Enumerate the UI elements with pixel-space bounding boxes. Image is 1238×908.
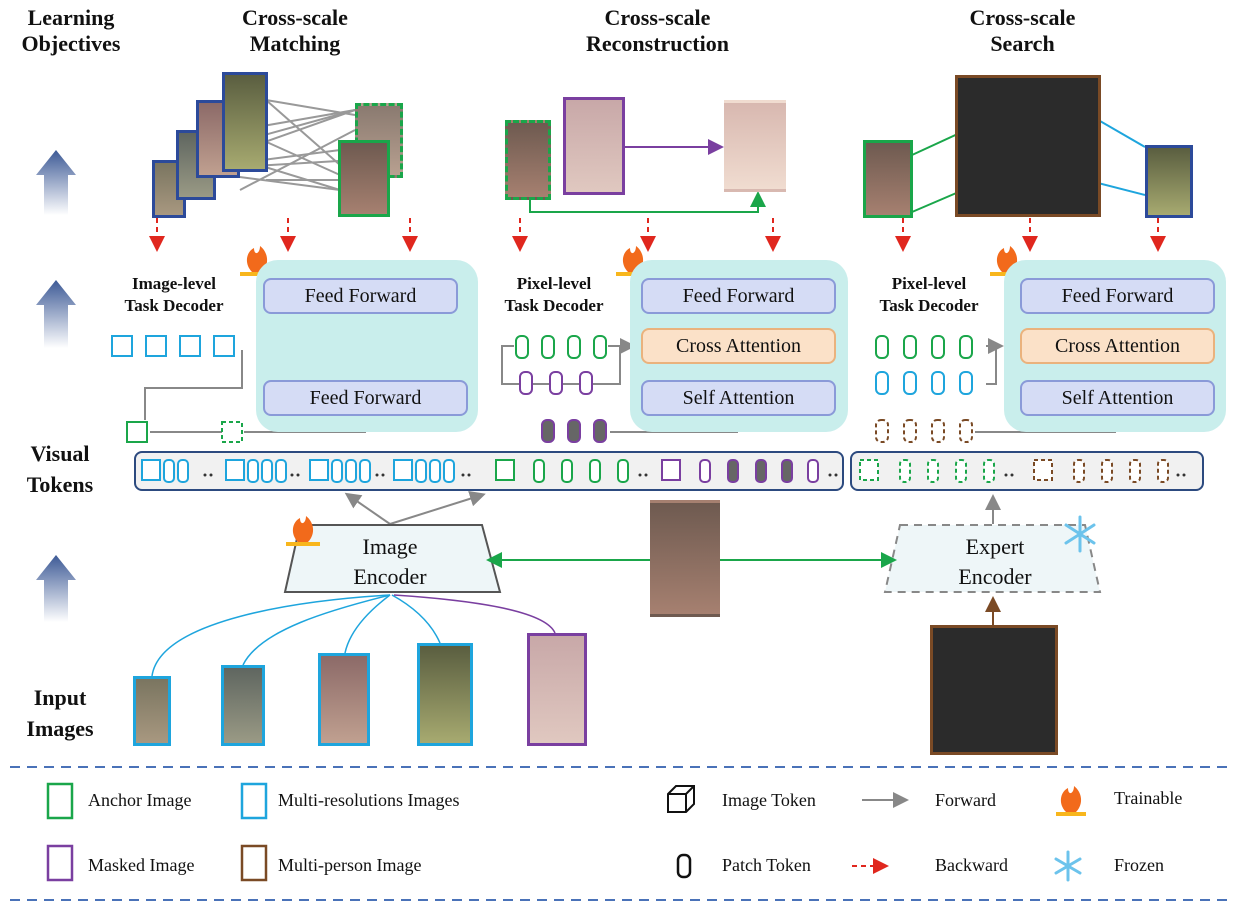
pixel-level-decoder-label-1: Pixel-level Task Decoder [504,274,604,315]
input-image-masked [527,633,587,746]
cube-icon [667,785,695,813]
label-input-images: Input Images [26,685,94,741]
legend-image-token: Image Token [722,790,816,810]
header-cross-scale-matching: Cross-scale Matching [242,5,348,56]
search-multiperson [955,75,1101,217]
self-attention-1: Self Attention [641,380,836,416]
input-image-3 [318,653,370,746]
header-cross-scale-search: Cross-scale Search [969,5,1076,56]
encoder-input-anchor [650,500,720,617]
legend-forward: Forward [935,790,996,810]
input-image-4 [417,643,473,746]
cross-attention-2: Cross Attention [1020,328,1215,364]
expert-input-multiperson [930,625,1058,755]
search-multires [1145,145,1193,218]
feed-forward-bottom-1: Feed Forward [263,380,468,416]
feed-forward-3: Feed Forward [1020,278,1215,314]
legend-anchor-image: Anchor Image [88,790,192,810]
feed-forward-top-1: Feed Forward [263,278,458,314]
label-visual-tokens: Visual Tokens [26,441,94,497]
cylinder-icon [676,853,692,879]
cross-attention-1: Cross Attention [641,328,836,364]
fire-icon [1056,786,1086,816]
search-anchor [863,140,913,218]
input-image-2 [221,665,265,746]
header-cross-scale-reconstruction: Cross-scale Reconstruction [586,5,729,56]
legend-masked-image: Masked Image [88,855,195,875]
up-arrow-icon [36,150,76,622]
self-attention-2: Self Attention [1020,380,1215,416]
reconstruction-masked [563,97,625,195]
reconstruction-anchor [505,120,551,200]
matching-anchor [338,140,390,217]
expert-encoder: Expert Encoder [958,534,1032,589]
snowflake-icon [1054,850,1082,882]
header-learning-objectives: Learning Objectives [21,5,121,56]
legend-frozen: Frozen [1114,855,1164,875]
reconstruction-target [724,100,786,192]
snowflake-icon [1064,515,1096,553]
feed-forward-2: Feed Forward [641,278,836,314]
legend-backward: Backward [935,855,1008,875]
legend-multires-images: Multi-resolutions Images [278,790,460,810]
matching-image-4 [222,72,268,172]
input-image-1 [133,676,171,746]
image-level-decoder-label: Image-level Task Decoder [124,274,224,315]
pixel-level-decoder-label-2: Pixel-level Task Decoder [879,274,979,315]
legend-patch-token: Patch Token [722,855,811,875]
legend-trainable: Trainable [1114,788,1183,808]
legend-multiperson-image: Multi-person Image [278,855,422,875]
image-encoder: Image Encoder [353,534,427,589]
